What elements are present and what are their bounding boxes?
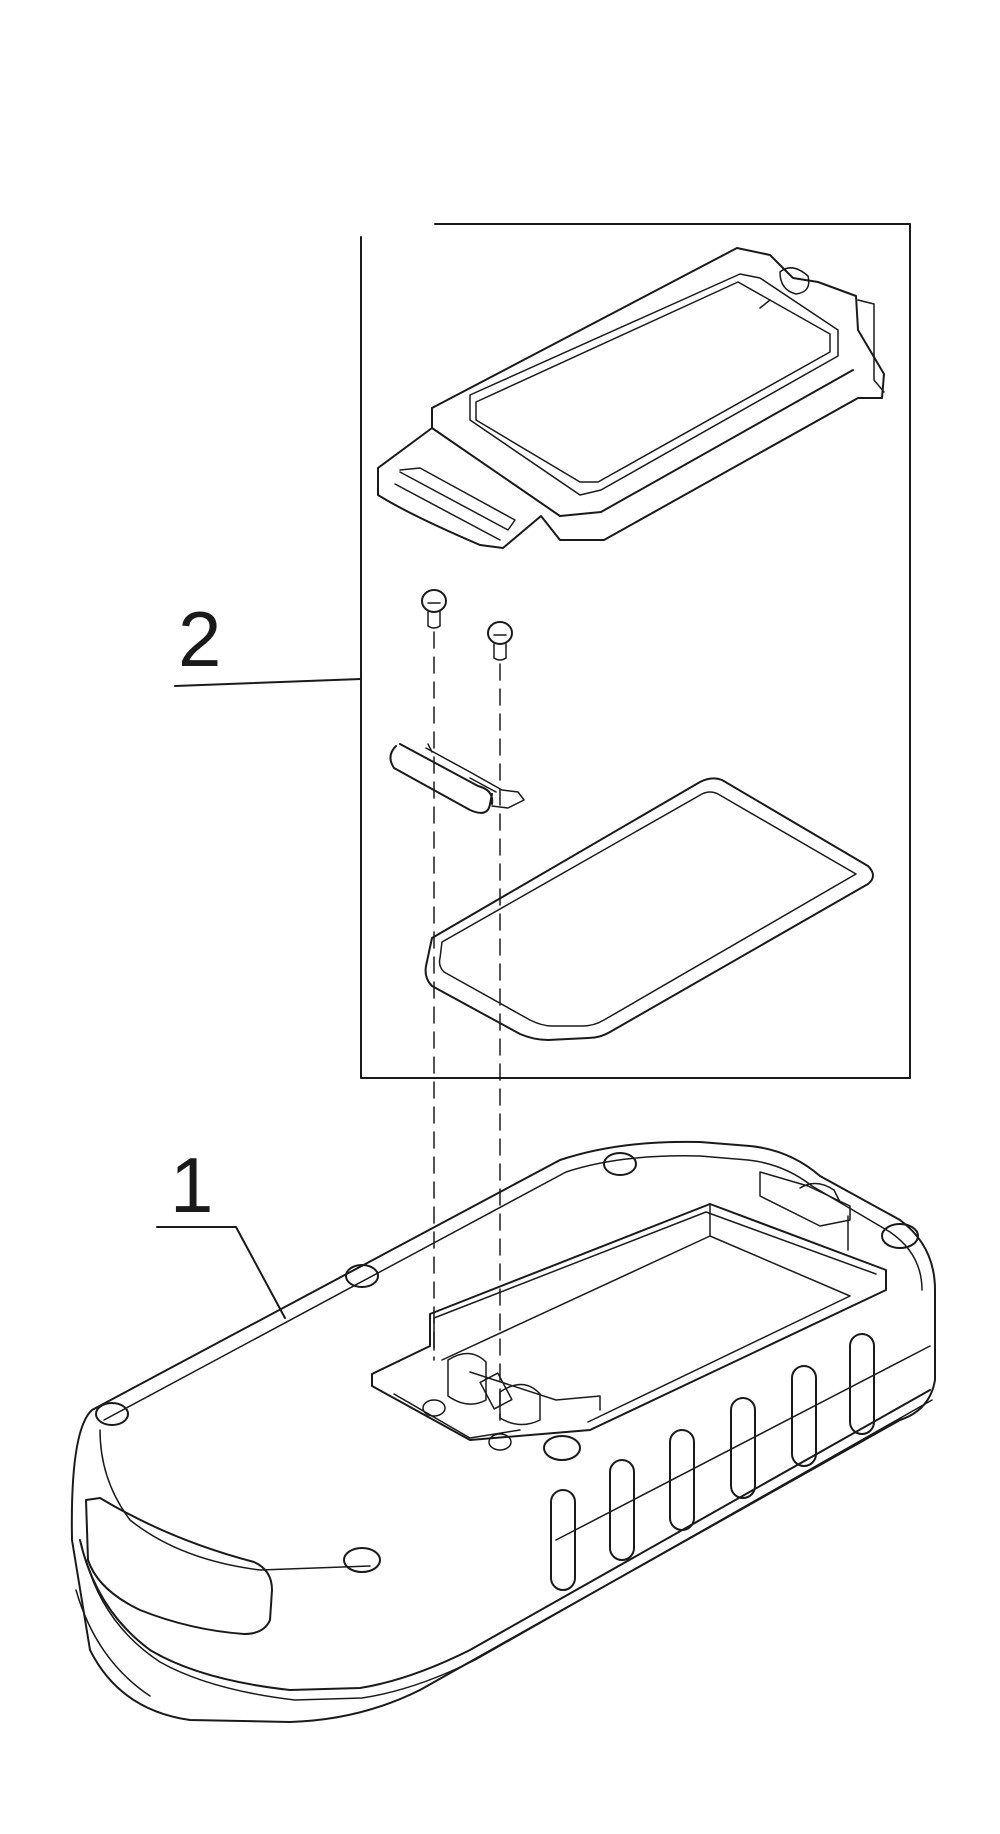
screw-left (421, 589, 447, 629)
grip-slot-3 (669, 1429, 695, 1531)
grip-slot-4 (730, 1397, 756, 1499)
boss-rear-right (881, 1223, 919, 1249)
callout-label-2: 2 (178, 595, 221, 683)
boss-mid-left (345, 1264, 379, 1288)
grip-slot-2 (609, 1459, 635, 1561)
grip-slot-6 (849, 1333, 875, 1435)
housing-base (70, 1140, 936, 1723)
grip-slot-1 (550, 1489, 576, 1591)
boss-front-left (95, 1402, 129, 1426)
boss-front-right (343, 1547, 381, 1573)
boss-rear-left (603, 1152, 637, 1176)
callout-1: 1 (156, 1141, 286, 1319)
battery-cover (377, 247, 885, 549)
callout-2: 2 (174, 595, 362, 687)
assembly-lines (433, 631, 501, 1421)
gasket (424, 777, 874, 1041)
battery-clip (389, 743, 525, 814)
kit-frame (360, 223, 911, 1079)
boss-mid-right (543, 1435, 581, 1461)
callout-label-1: 1 (170, 1141, 213, 1229)
grip-slot-5 (791, 1365, 817, 1467)
screw-right (487, 621, 513, 661)
